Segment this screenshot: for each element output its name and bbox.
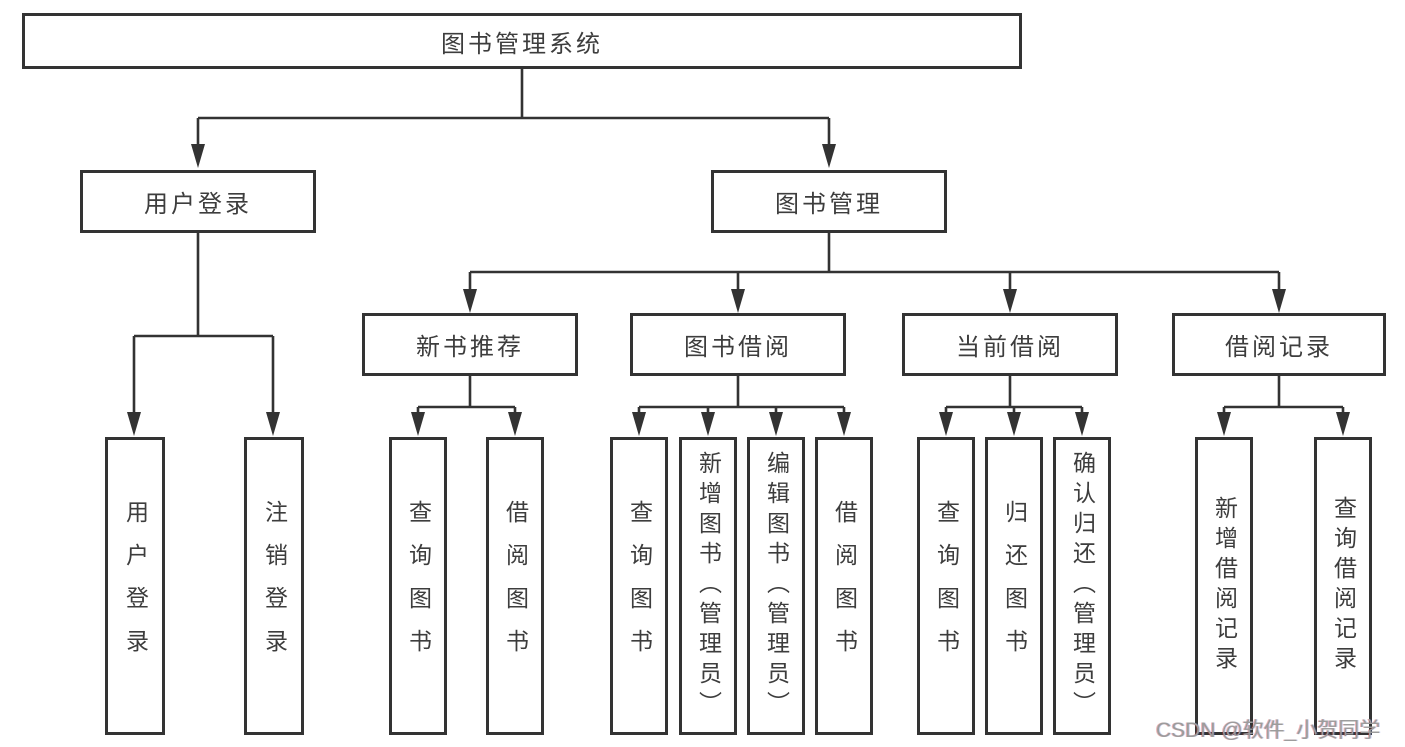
node-label: 图书管理 — [775, 191, 883, 218]
arrow-down-icon — [632, 412, 646, 436]
node-label: 注销登录 — [261, 500, 288, 672]
arrow-down-icon — [769, 412, 783, 436]
node-label: 查询图书 — [626, 500, 653, 672]
node-label: 归还图书 — [1001, 500, 1028, 672]
node-label: 借阅图书 — [831, 500, 858, 672]
node-borrowing-records: 借阅记录 — [1172, 313, 1386, 376]
connector-borrow-records-to-children — [1217, 376, 1350, 436]
leaf-logout: 注销登录 — [244, 437, 304, 735]
connector-user-login-to-children — [127, 233, 280, 436]
node-label: 图书管理系统 — [441, 30, 603, 58]
node-label: 编辑图书（管理员） — [763, 451, 790, 721]
leaf-borrow-books-recommend: 借阅图书 — [486, 437, 544, 735]
node-book-management: 图书管理 — [711, 170, 947, 233]
node-label: 确认归还（管理员） — [1069, 451, 1096, 721]
leaf-query-books-recommend: 查询图书 — [389, 437, 447, 735]
node-label: 用户登录 — [122, 500, 149, 672]
node-label: 当前借阅 — [956, 334, 1064, 361]
connector-book-borrow-to-children — [632, 376, 851, 436]
node-current-borrowing: 当前借阅 — [902, 313, 1118, 376]
arrow-down-icon — [411, 412, 425, 436]
leaf-query-books-borrowing: 查询图书 — [610, 437, 668, 735]
arrow-down-icon — [463, 289, 477, 313]
arrow-down-icon — [191, 144, 205, 168]
arrow-down-icon — [1272, 289, 1286, 313]
arrow-down-icon — [1075, 412, 1089, 436]
node-label: 查询图书 — [933, 500, 960, 672]
connector-new-book-to-children — [411, 376, 522, 436]
node-label: 用户登录 — [144, 191, 252, 218]
node-label: 借阅记录 — [1225, 334, 1333, 361]
leaf-confirm-return-admin: 确认归还（管理员） — [1053, 437, 1111, 735]
leaf-return-books: 归还图书 — [985, 437, 1043, 735]
node-label: 新书推荐 — [416, 334, 524, 361]
arrow-down-icon — [837, 412, 851, 436]
arrow-down-icon — [939, 412, 953, 436]
connector-current-borrow-to-children — [939, 376, 1089, 436]
node-label: 借阅图书 — [502, 500, 529, 672]
arrow-down-icon — [731, 289, 745, 313]
node-label: 新增图书（管理员） — [695, 451, 722, 721]
node-label: 新增借阅记录 — [1211, 496, 1238, 676]
leaf-add-books-admin: 新增图书（管理员） — [679, 437, 737, 735]
node-label: 查询图书 — [405, 500, 432, 672]
arrow-down-icon — [1217, 412, 1231, 436]
leaf-edit-books-admin: 编辑图书（管理员） — [747, 437, 805, 735]
node-book-borrowing: 图书借阅 — [630, 313, 846, 376]
arrow-down-icon — [127, 412, 141, 436]
arrow-down-icon — [266, 412, 280, 436]
arrow-down-icon — [701, 412, 715, 436]
csdn-watermark: CSDN @软件_小贺同学 — [1156, 719, 1381, 742]
arrow-down-icon — [822, 144, 836, 168]
connector-root-to-level2 — [191, 69, 836, 168]
arrow-down-icon — [1336, 412, 1350, 436]
node-library-management-system: 图书管理系统 — [22, 13, 1022, 69]
leaf-query-books-current: 查询图书 — [917, 437, 975, 735]
arrow-down-icon — [1007, 412, 1021, 436]
connector-book-management-to-level3 — [463, 233, 1286, 313]
node-label: 图书借阅 — [684, 334, 792, 361]
node-user-login: 用户登录 — [80, 170, 316, 233]
leaf-borrow-books: 借阅图书 — [815, 437, 873, 735]
leaf-add-borrow-record: 新增借阅记录 — [1195, 437, 1253, 735]
arrow-down-icon — [508, 412, 522, 436]
leaf-user-login: 用户登录 — [105, 437, 165, 735]
arrow-down-icon — [1003, 289, 1017, 313]
node-new-book-recommendation: 新书推荐 — [362, 313, 578, 376]
node-label: 查询借阅记录 — [1330, 496, 1357, 676]
leaf-query-borrow-record: 查询借阅记录 — [1314, 437, 1372, 735]
